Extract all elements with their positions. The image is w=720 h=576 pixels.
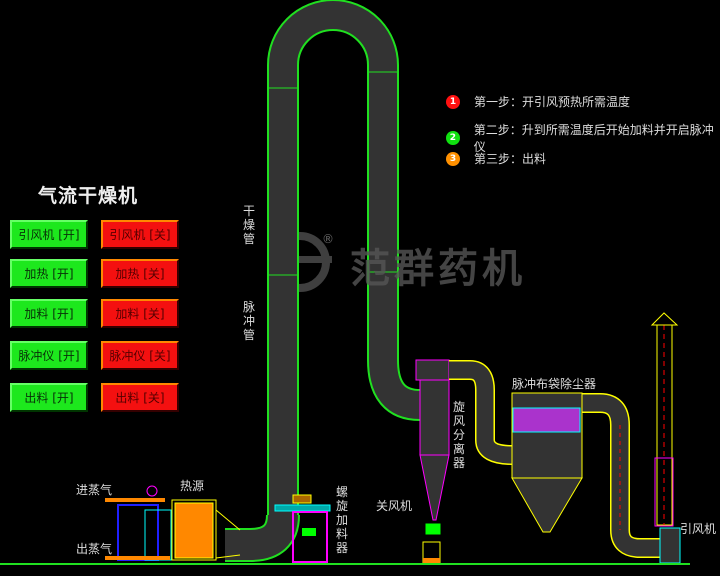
fan-off-button[interactable]: 引风机 [关]: [101, 220, 179, 249]
connecting-pipe: [449, 360, 660, 558]
feed-on-button[interactable]: 加料 [开]: [10, 299, 88, 328]
drying-tube-label: 干燥管: [243, 204, 256, 246]
fan-on-button[interactable]: 引风机 [开]: [10, 220, 88, 249]
step-3: 3 第三步：出料: [446, 150, 546, 167]
step-badge: 3: [446, 151, 460, 166]
watermark-text: 范群药机: [350, 246, 526, 292]
steam-out-label: 出蒸气: [76, 542, 113, 556]
bag-filter: [511, 392, 583, 533]
pulse-off-button[interactable]: 脉冲仪 [关]: [101, 341, 179, 370]
heat-on-button[interactable]: 加热 [开]: [10, 259, 88, 288]
drying-duct: [225, 0, 422, 562]
discharge-on-button[interactable]: 出料 [开]: [10, 383, 88, 412]
cyclone-separator: [415, 359, 450, 565]
bag-filter-label: 脉冲布袋除尘器: [512, 377, 597, 391]
airlock-label: 关风机: [376, 499, 413, 513]
screw-feeder-label: 螺旋加料器: [336, 485, 349, 555]
step-text: 第三步：出料: [474, 152, 547, 166]
heat-source-label: 热源: [180, 479, 205, 493]
pulse-on-button[interactable]: 脉冲仪 [开]: [10, 341, 88, 370]
exhaust-stack: [650, 312, 681, 564]
step-badge: 1: [446, 94, 460, 109]
discharge-off-button[interactable]: 出料 [关]: [101, 383, 179, 412]
step-text: 第一步：开引风预热所需温度: [474, 95, 631, 109]
exhaust-fan-label: 引风机: [680, 522, 717, 536]
step-2: 2 第二步：升到所需温度后开始加料并开启脉冲仪: [446, 121, 720, 155]
pulse-tube-label: 脉冲管: [243, 300, 256, 342]
heat-source: [105, 485, 241, 561]
page-title: 气流干燥机: [38, 185, 139, 207]
step-1: 1 第一步：开引风预热所需温度: [446, 93, 630, 110]
screw-feeder: [274, 494, 331, 563]
cyclone-label: 旋风分离器: [453, 400, 466, 470]
step-text: 第二步：升到所需温度后开始加料并开启脉冲仪: [473, 123, 714, 154]
step-badge: 2: [446, 131, 460, 145]
steam-in-label: 进蒸气: [76, 483, 113, 497]
registered-mark: ®: [322, 232, 334, 246]
feed-off-button[interactable]: 加料 [关]: [101, 299, 179, 328]
heat-off-button[interactable]: 加热 [关]: [101, 259, 179, 288]
